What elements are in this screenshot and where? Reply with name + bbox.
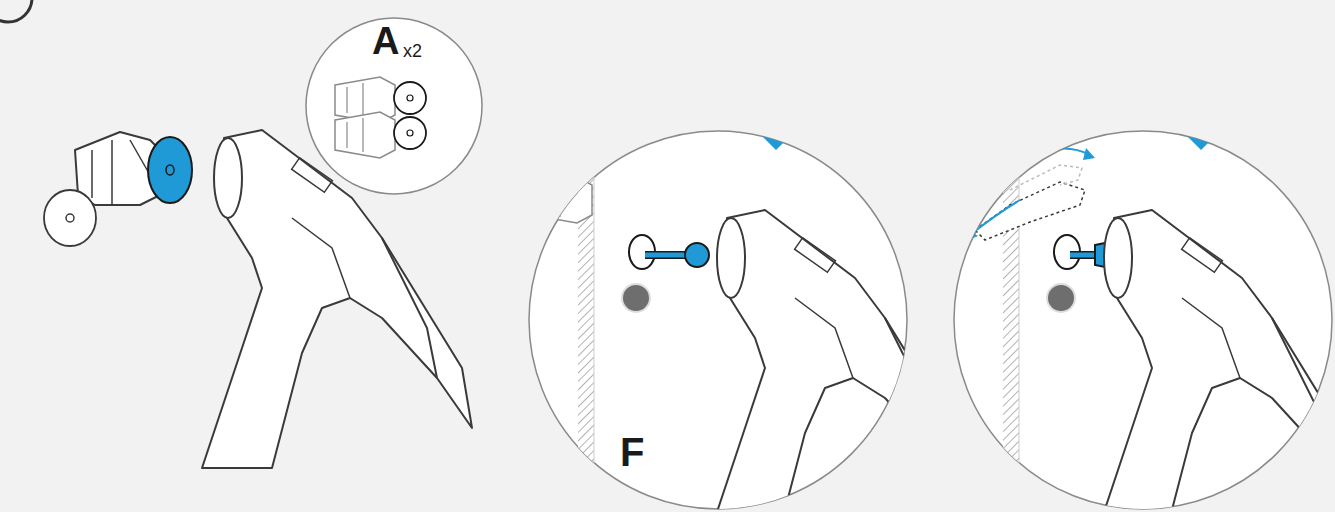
part-label: A xyxy=(372,22,399,60)
part-label: x2 xyxy=(403,42,422,60)
part-label: F xyxy=(620,432,644,472)
